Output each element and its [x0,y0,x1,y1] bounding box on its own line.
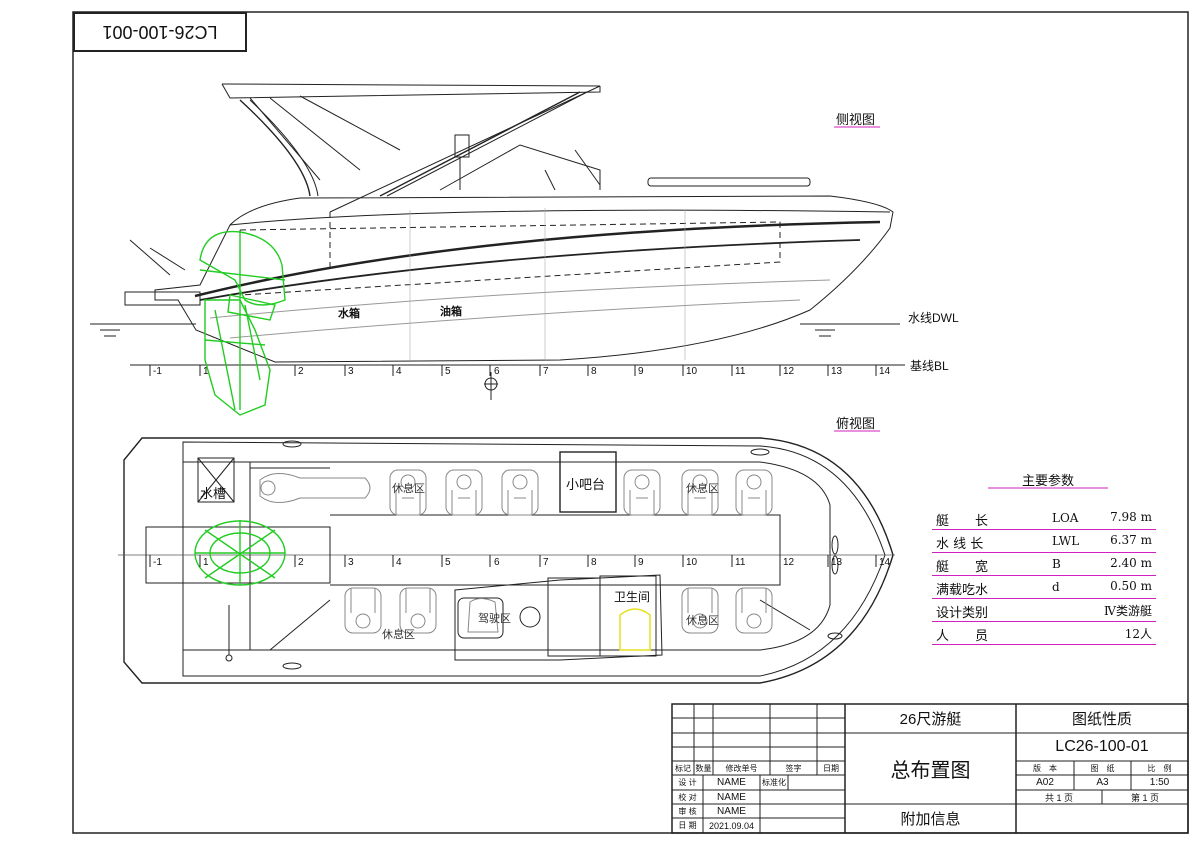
side-view [90,83,905,366]
rev-header-change: 修改单号 [725,763,758,773]
rest-area-label-1: 休息区 [392,482,425,495]
meta-version: A02 [1036,777,1054,788]
meta-header-sheet: 图 纸 [1090,763,1115,773]
side-station-ruler [149,365,877,376]
outboard-engine-side [199,230,286,416]
rest-area-label-4: 休息区 [686,614,719,627]
param-row-beam: 艇 宽 B 2.40 m [932,554,1156,576]
toilet-label: 卫生间 [614,590,651,604]
top-water-sink-label: 水槽 [200,487,227,502]
passenger-seats [259,469,773,634]
role-design: 设 计 [678,778,697,787]
param-row-persons: 人 员 12人 [932,623,1156,645]
reviewer-name: NAME [717,805,746,817]
role-check: 校 对 [678,792,697,802]
checker-name: NAME [717,791,746,803]
side-view-label: 侧视图 [836,113,876,128]
helm-area-label: 驾驶区 [478,612,511,625]
total-pages: 共 1 页 [1044,792,1073,803]
rev-header-sign: 签字 [785,763,802,773]
drawing-name: 总布置图 [890,760,971,782]
midship-symbol-icon [484,372,498,400]
param-row-lwl: 水 线 长 LWL 6.37 m [932,531,1156,553]
params-title: 主要参数 [1022,474,1075,489]
top-station-ruler [149,555,877,567]
rest-area-label-3: 休息区 [382,628,415,641]
rev-header-qty: 数量 [695,763,712,773]
top-view [118,437,895,684]
role-review: 审 核 [678,806,697,816]
drawing-nature-label: 图纸性质 [1071,711,1132,728]
rest-area-label-2: 休息区 [686,482,719,495]
param-row-category: 设计类别 Ⅳ类游艇 [932,600,1156,622]
baseline-label: 基线BL [910,359,949,373]
outboard-engine-top [194,520,286,586]
project-name: 26尺游艇 [899,711,962,728]
param-row-draft: 满载吃水 d 0.50 m [932,577,1156,599]
top-view-label: 俯视图 [836,417,876,432]
title-block-grid [671,703,1189,834]
meta-scale: 1:50 [1149,777,1170,788]
bar-label: 小吧台 [566,478,606,493]
waterline-label: 水线DWL [908,311,959,325]
drawing-date: 2021.09.04 [708,820,755,831]
standardization-label: 标准化 [762,778,786,787]
rev-header-date: 日期 [823,763,839,773]
role-date: 日 期 [678,821,697,830]
side-water-tank-label: 水箱 [338,307,360,320]
hull-outline [154,195,894,363]
rev-header-mark: 标记 [675,763,691,773]
drawing-code-text: LC26-100-001 [102,22,218,43]
drawing-number: LC26-100-01 [1055,738,1149,755]
extra-info-label: 附加信息 [900,811,961,828]
side-fuel-tank-label: 油箱 [440,305,462,318]
param-row-loa: 艇 长 LOA 7.98 m [932,508,1156,530]
meta-sheet: A3 [1096,777,1109,788]
frame-border [72,11,1189,834]
designer-name: NAME [717,777,746,788]
meta-header-scale: 比 例 [1147,763,1172,773]
page-number: 第 1 页 [1130,792,1159,803]
toilet-icon [619,608,651,651]
drawing-code-box: LC26-100-001 [73,12,247,52]
meta-header-version: 版 本 [1033,763,1057,773]
